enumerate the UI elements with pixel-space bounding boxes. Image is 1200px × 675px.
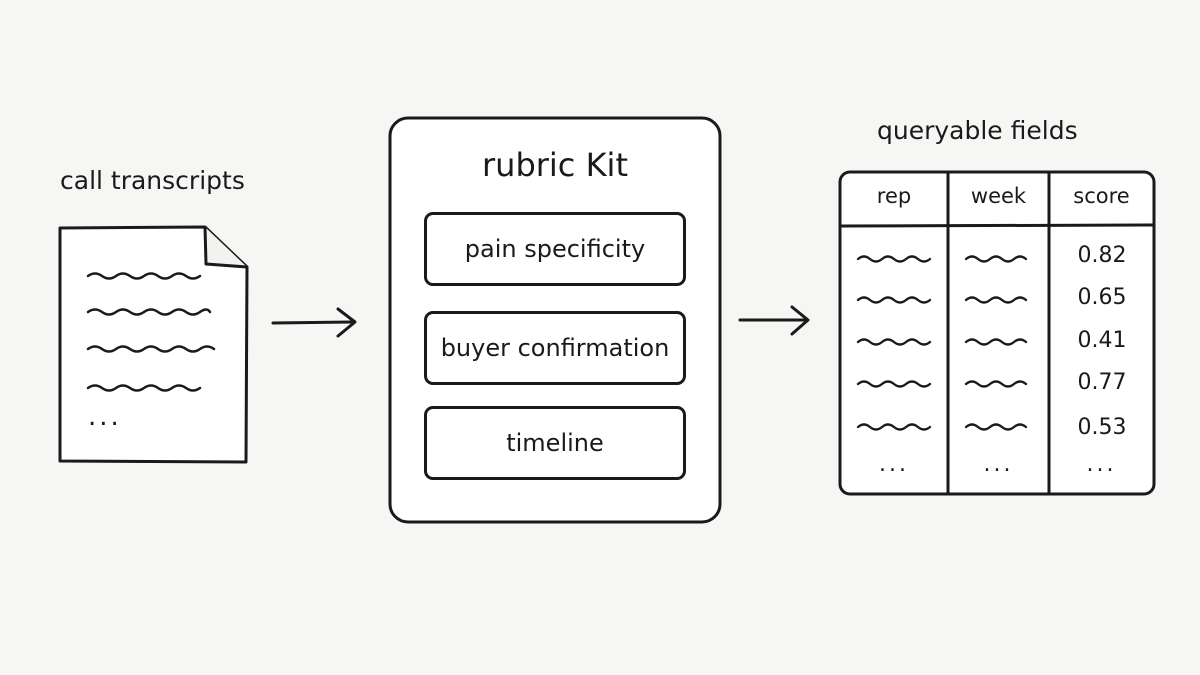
rubric-item-timeline: timeline <box>424 406 686 480</box>
source-title: call transcripts <box>60 166 245 195</box>
fields-table <box>838 170 1156 496</box>
week-squiggle <box>964 338 1028 346</box>
rubric-item-label: timeline <box>506 429 604 457</box>
week-squiggle <box>964 296 1028 304</box>
rep-column-squiggles <box>856 255 932 431</box>
rep-ellipsis: ... <box>879 452 909 477</box>
rep-squiggle <box>856 296 932 304</box>
table-header-divider <box>839 223 1155 228</box>
document-line-4 <box>86 384 202 392</box>
score-cell: 0.41 <box>1077 328 1127 353</box>
column-header-rep: rep <box>876 184 912 208</box>
document-ellipsis: ... <box>88 402 122 432</box>
rubric-item-pain-specificity: pain specificity <box>424 212 686 286</box>
score-ellipsis: ... <box>1086 452 1117 477</box>
week-ellipsis: ... <box>983 452 1014 477</box>
document-body <box>58 225 249 464</box>
rep-squiggle <box>856 380 932 388</box>
rubric-item-label: pain specificity <box>464 235 646 263</box>
rubric-item-buyer-confirmation: buyer confirmation <box>424 311 686 385</box>
score-cell: 0.65 <box>1077 285 1127 310</box>
document-line-1 <box>86 272 202 280</box>
score-cell: 0.77 <box>1077 370 1127 395</box>
score-cell: 0.53 <box>1077 415 1127 440</box>
document-line-3 <box>86 345 216 353</box>
column-header-score: score <box>1073 184 1130 208</box>
rubric-item-label: buyer confirmation <box>440 334 670 362</box>
document-icon <box>58 225 249 464</box>
rubric-kit-box <box>388 116 722 524</box>
document-folded-corner <box>203 226 248 269</box>
column-header-week: week <box>970 184 1027 208</box>
score-cell: 0.82 <box>1077 243 1127 268</box>
rep-squiggle <box>856 255 932 263</box>
week-squiggle <box>964 380 1028 388</box>
rep-squiggle <box>856 423 932 431</box>
arrow-to-fields <box>738 305 810 336</box>
rep-squiggle <box>856 338 932 346</box>
week-column-squiggles <box>964 255 1028 431</box>
week-squiggle <box>964 423 1028 431</box>
week-squiggle <box>964 255 1028 263</box>
table-frame <box>838 170 1156 496</box>
kit-title: rubric Kit <box>482 146 628 184</box>
arrow-to-kit <box>271 307 357 338</box>
document-line-2 <box>86 308 212 316</box>
fields-title: queryable fields <box>877 116 1078 145</box>
